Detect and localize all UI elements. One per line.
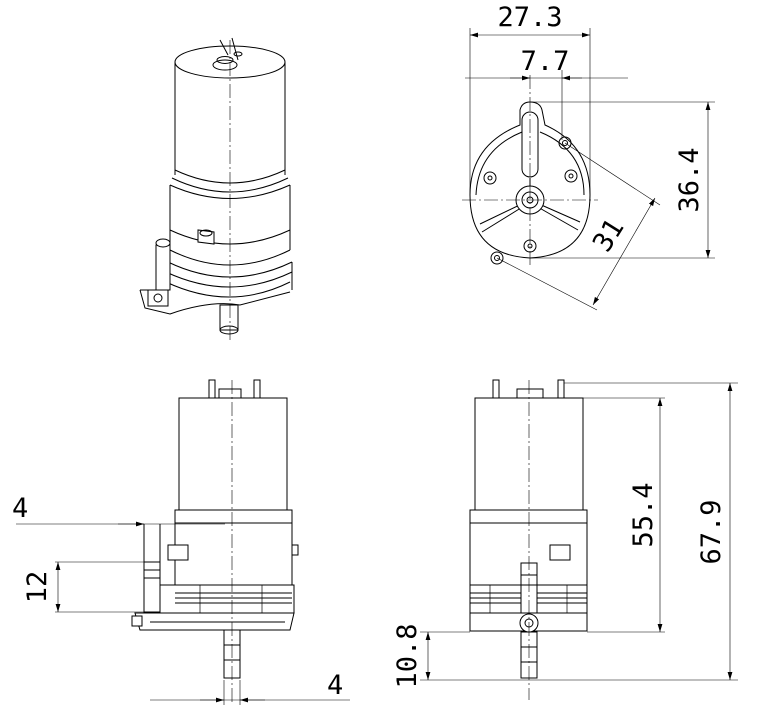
dim-top-width: 27.3	[497, 2, 562, 33]
dim-left-bottom-width: 4	[327, 670, 343, 701]
dim-right-nozzle: 10.8	[392, 623, 423, 688]
dim-left-width: 4	[12, 493, 28, 524]
isometric-view	[139, 37, 293, 340]
dim-top-height: 36.4	[674, 147, 705, 212]
dim-left-height: 12	[22, 571, 53, 604]
side-view: 10.8 55.4 67.9	[392, 379, 738, 700]
dim-right-body: 55.4	[628, 482, 659, 547]
dim-top-offset: 7.7	[521, 46, 570, 77]
dim-right-total: 67.9	[696, 499, 727, 564]
front-view: 4 12 4	[12, 379, 350, 705]
top-view: 27.3 7.7 36.4 31	[462, 2, 715, 311]
